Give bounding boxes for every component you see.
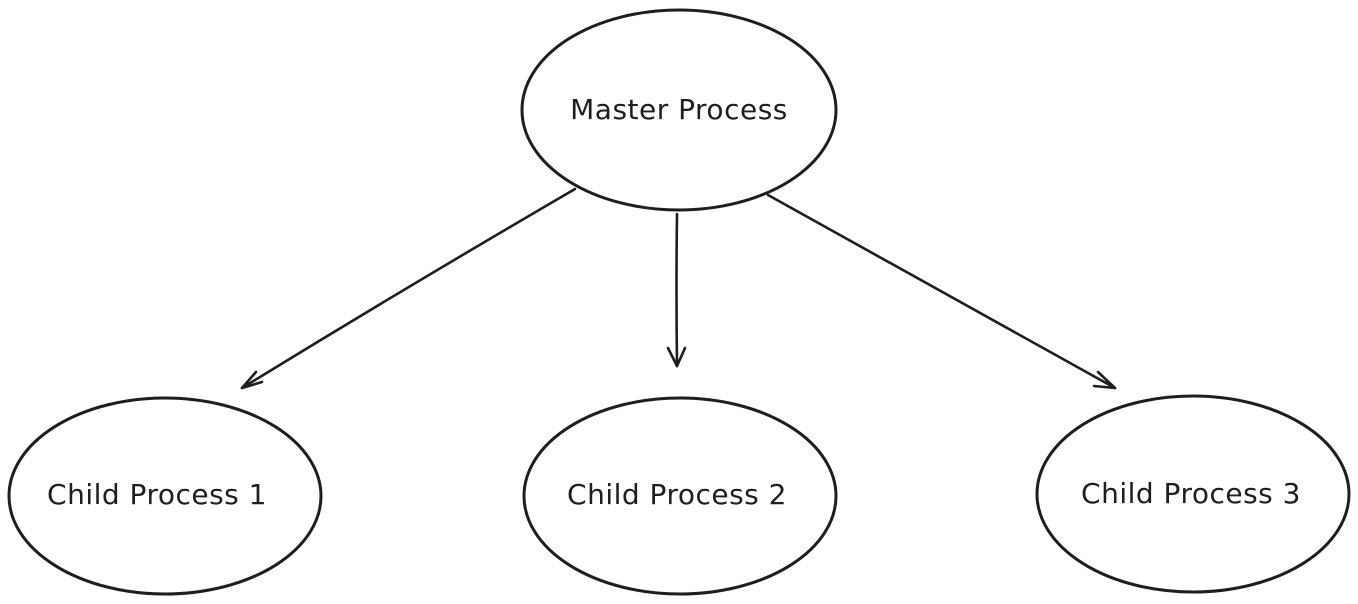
arrowhead-child1	[240, 370, 264, 390]
edge-master-to-child1	[240, 187, 577, 390]
edge-master-to-child2	[666, 212, 687, 368]
child-process-1-ellipse[interactable]	[7, 396, 323, 596]
node-child-process-3[interactable]: Child Process 3	[1035, 394, 1351, 594]
child-process-1-label: Child Process 1	[47, 478, 267, 511]
child-process-2-ellipse[interactable]	[522, 396, 838, 596]
arrowhead-child3	[1092, 370, 1117, 390]
child-process-2-label: Child Process 2	[567, 478, 787, 511]
child-process-3-label: Child Process 3	[1081, 477, 1301, 510]
node-child-process-1[interactable]: Child Process 1	[7, 396, 323, 596]
child-process-3-ellipse[interactable]	[1035, 394, 1351, 594]
arrowhead-child2	[666, 346, 687, 368]
master-process-label: Master Process	[570, 93, 788, 126]
edge-master-to-child3	[766, 193, 1117, 390]
edges	[240, 187, 1117, 390]
master-process-ellipse[interactable]	[520, 8, 838, 212]
node-child-process-2[interactable]: Child Process 2	[522, 396, 838, 596]
node-master-process[interactable]: Master Process	[520, 8, 838, 212]
